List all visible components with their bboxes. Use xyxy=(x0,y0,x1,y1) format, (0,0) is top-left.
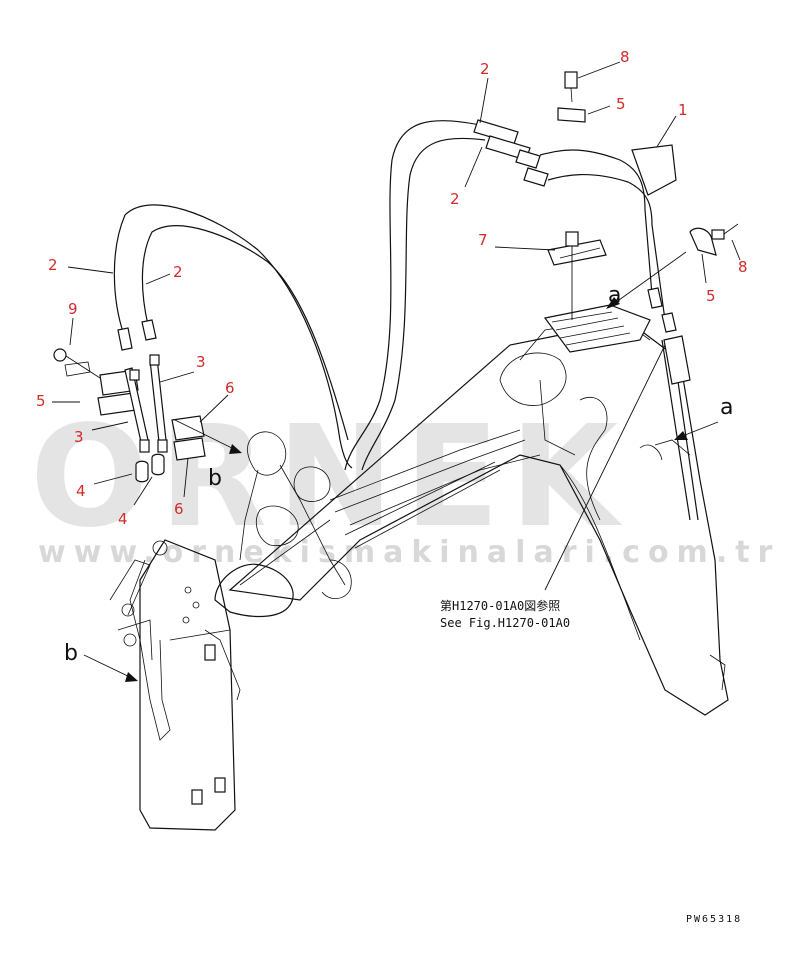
view-a-lower: a xyxy=(720,395,733,420)
linkage xyxy=(214,431,352,618)
boom-head-clamp-assembly xyxy=(543,231,651,353)
reference-note: 第H1270-01A0図参照 See Fig.H1270-01A0 xyxy=(440,598,570,630)
view-arrows xyxy=(83,251,719,682)
callout-3-left: 3 xyxy=(74,428,84,446)
callout-4-left: 4 xyxy=(76,482,86,500)
callout-8-right: 8 xyxy=(738,258,748,276)
tubes xyxy=(539,149,699,521)
callout-7: 7 xyxy=(478,231,488,249)
callout-5-left: 5 xyxy=(36,392,46,410)
drawing-code: PW65318 xyxy=(686,914,742,925)
callout-2-top: 2 xyxy=(480,60,490,78)
leader-lines xyxy=(52,61,741,591)
view-b-lower: b xyxy=(64,641,78,666)
arm-bracket xyxy=(109,539,241,831)
view-a-upper: a xyxy=(608,283,621,308)
callout-labels: 1 2 2 2 2 3 3 4 4 5 5 5 6 6 7 8 8 9 xyxy=(36,48,748,528)
callout-2-right: 2 xyxy=(173,263,183,281)
watermark: ORNEK www.ornekismakinalari.com.tr xyxy=(30,396,772,570)
left-clamp-group xyxy=(53,71,739,483)
view-labels: a a b b xyxy=(64,283,733,666)
callout-3-top: 3 xyxy=(196,353,206,371)
watermark-brand: ORNEK xyxy=(30,396,628,559)
view-b-upper: b xyxy=(208,466,222,491)
reference-en: See Fig.H1270-01A0 xyxy=(440,616,570,630)
callout-2-mid: 2 xyxy=(450,190,460,208)
callout-5-top: 5 xyxy=(616,95,626,113)
callout-6-top: 6 xyxy=(225,379,235,397)
callout-4-bottom: 4 xyxy=(118,510,128,528)
callout-5-right: 5 xyxy=(706,287,716,305)
callout-2-left: 2 xyxy=(48,256,58,274)
reference-jp: 第H1270-01A0図参照 xyxy=(440,598,560,613)
callout-1: 1 xyxy=(678,101,688,119)
callout-6-bottom: 6 xyxy=(174,500,184,518)
hoses xyxy=(113,119,549,471)
callout-9: 9 xyxy=(68,300,78,318)
callout-8-top: 8 xyxy=(620,48,630,66)
